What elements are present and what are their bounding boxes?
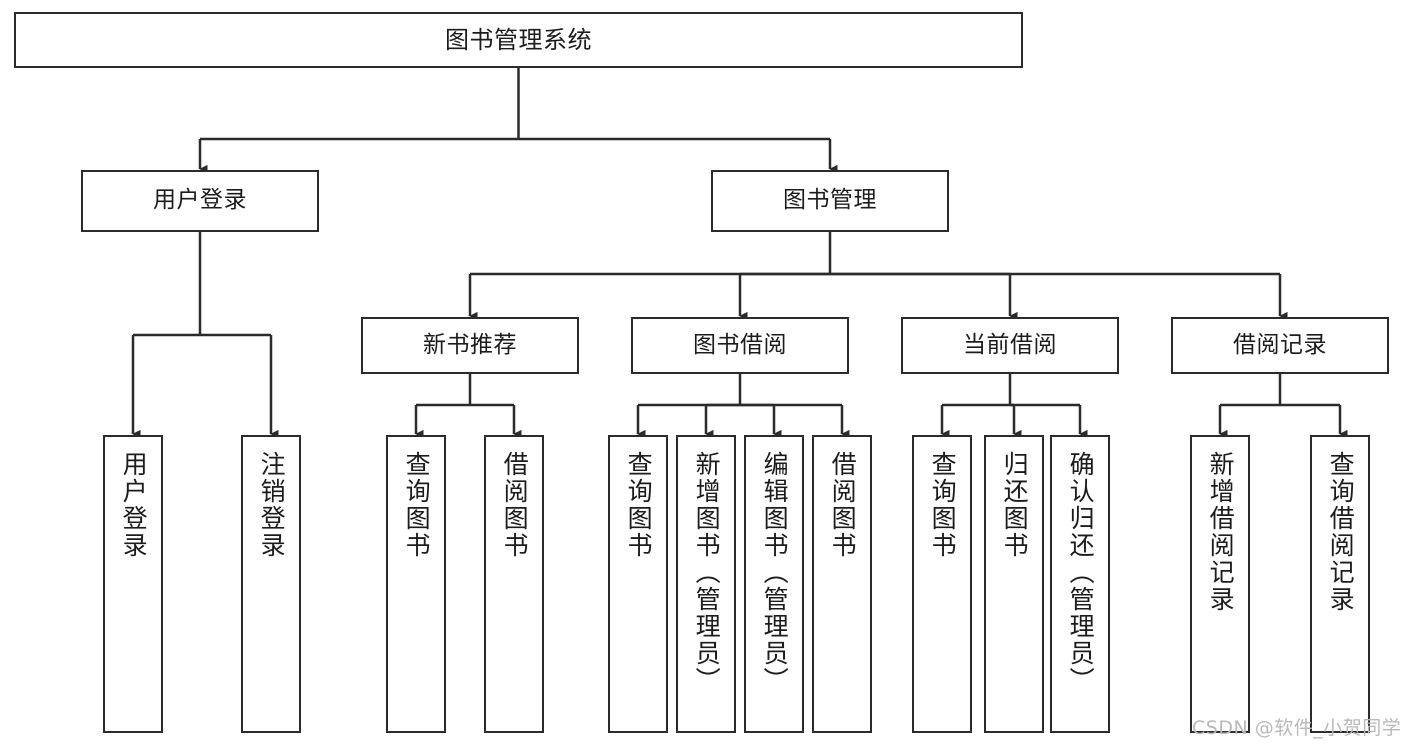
- node-label: 借阅图书: [500, 451, 530, 559]
- node-leaf-query-1[interactable]: 查询图书: [386, 435, 446, 733]
- node-book-borrow[interactable]: 图书借阅: [631, 317, 849, 374]
- node-leaf-query-2[interactable]: 查询图书: [608, 435, 668, 733]
- node-new-book-rec[interactable]: 新书推荐: [361, 317, 579, 374]
- node-label: 注销登录: [257, 451, 287, 559]
- node-root[interactable]: 图书管理系统: [14, 12, 1023, 68]
- node-label: 图书管理: [783, 187, 877, 214]
- node-label: 新增图书（管理员）: [692, 451, 722, 694]
- node-borrow-record[interactable]: 借阅记录: [1171, 317, 1389, 374]
- node-label: 查询图书: [402, 451, 432, 559]
- node-leaf-borrow-1[interactable]: 借阅图书: [484, 435, 544, 733]
- node-user-login[interactable]: 用户登录: [81, 170, 319, 232]
- node-label: 借阅记录: [1233, 331, 1327, 358]
- node-label: 查询图书: [624, 451, 654, 559]
- node-label: 确认归还（管理员）: [1066, 451, 1096, 694]
- node-label: 编辑图书（管理员）: [760, 451, 790, 694]
- node-leaf-query-rec[interactable]: 查询借阅记录: [1310, 435, 1370, 733]
- node-leaf-return[interactable]: 归还图书: [984, 435, 1044, 733]
- node-leaf-add-rec[interactable]: 新增借阅记录: [1190, 435, 1250, 733]
- node-label: 新书推荐: [423, 331, 517, 358]
- node-label: 当前借阅: [963, 331, 1057, 358]
- node-label: 图书借阅: [693, 331, 787, 358]
- node-leaf-confirm[interactable]: 确认归还（管理员）: [1050, 435, 1110, 733]
- node-current-borrow[interactable]: 当前借阅: [901, 317, 1119, 374]
- node-label: 查询借阅记录: [1326, 451, 1356, 613]
- node-label: 图书管理系统: [445, 25, 592, 54]
- node-label: 用户登录: [119, 451, 149, 559]
- node-leaf-login[interactable]: 用户登录: [103, 435, 163, 733]
- node-label: 查询图书: [928, 451, 958, 559]
- watermark: CSDN @软件_小贺同学: [1192, 717, 1402, 739]
- node-leaf-logout[interactable]: 注销登录: [241, 435, 301, 733]
- node-leaf-edit-book[interactable]: 编辑图书（管理员）: [744, 435, 804, 733]
- node-label: 用户登录: [153, 187, 247, 214]
- node-label: 归还图书: [1000, 451, 1030, 559]
- node-label: 借阅图书: [828, 451, 858, 559]
- node-leaf-query-3[interactable]: 查询图书: [912, 435, 972, 733]
- node-label: 新增借阅记录: [1206, 451, 1236, 613]
- node-book-manage[interactable]: 图书管理: [711, 170, 949, 232]
- node-leaf-add-book[interactable]: 新增图书（管理员）: [676, 435, 736, 733]
- edges: [131, 68, 1348, 439]
- node-leaf-borrow-2[interactable]: 借阅图书: [812, 435, 872, 733]
